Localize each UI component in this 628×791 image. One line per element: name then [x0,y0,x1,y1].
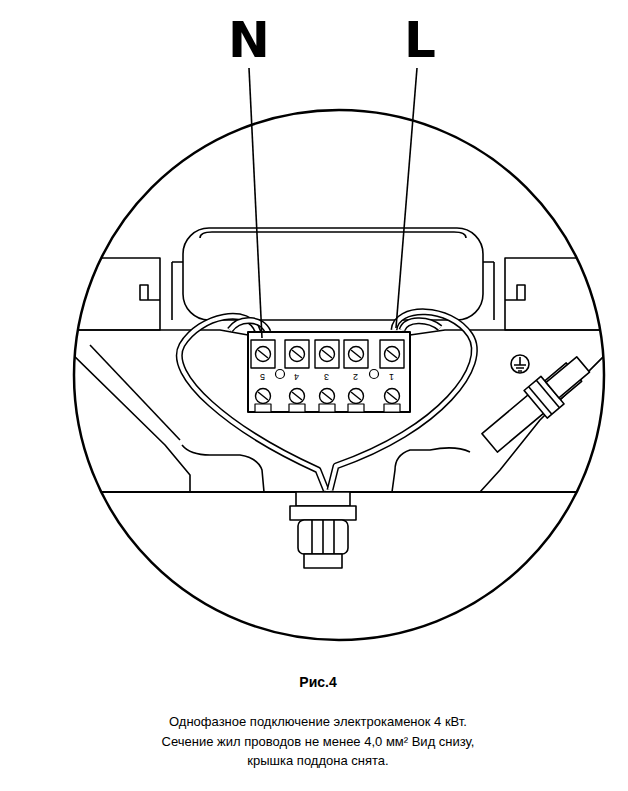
screw-slot [258,350,268,358]
housing-flange [172,262,494,320]
sensor-cable [478,351,595,457]
terminal-screw [320,389,335,404]
terminal-screw [320,347,335,362]
view-circle [74,110,604,640]
screw-slot [322,392,332,400]
terminal-cell [315,340,339,368]
right-bracket [505,258,610,330]
supply-wire [179,312,474,490]
leader-line [249,68,262,338]
screw-slot [258,392,268,400]
terminal-cell [251,340,275,368]
terminal-foot [348,404,364,412]
phase-letter: N [228,15,270,65]
terminal-screw [385,347,400,362]
screw-slot [351,392,361,400]
terminal-foot [289,404,305,412]
relay-housing [183,228,483,320]
terminal-screw [349,347,364,362]
screw-slot [292,392,302,400]
left-channel [182,445,264,492]
ground-symbol [511,355,529,373]
screw-slot [322,350,332,358]
terminal-screw [385,389,400,404]
view-circle-ground [74,110,604,640]
left-channel [90,345,180,440]
terminal-foot [319,404,335,412]
terminal-foot [255,404,271,412]
terminal-screw [256,347,271,362]
mounting-hole [370,370,379,379]
right-channel [392,448,470,492]
screw-slot [387,392,397,400]
housing-edge [200,232,466,238]
terminal-foot [384,404,400,412]
figure-title: Рис.4 [299,674,336,691]
terminal-cell [380,340,404,368]
screw-slot [387,350,397,358]
terminal-number: 2 [353,372,358,381]
terminal-number: 1 [389,372,394,381]
terminal-cell [344,340,368,368]
figure-caption: Однофазное подключение электрокаменок 4 … [143,712,493,771]
terminal-number: 3 [324,372,329,381]
terminal-screw [290,389,305,404]
left-channel [70,352,190,492]
right-channel [480,350,610,492]
terminal-number: 5 [260,372,265,381]
screw-slot [292,350,302,358]
terminal-number: 4 [294,372,299,381]
leader-line [396,68,417,328]
phase-letter: L [404,15,436,65]
terminal-screw [256,389,271,404]
terminal-screw [290,347,305,362]
screw-slot [351,350,361,358]
terminal-block [248,332,410,412]
mounting-hole [276,370,285,379]
terminal-cell [285,340,309,368]
cable-gland [290,492,356,568]
terminal-screw [349,389,364,404]
left-bracket [70,258,160,330]
